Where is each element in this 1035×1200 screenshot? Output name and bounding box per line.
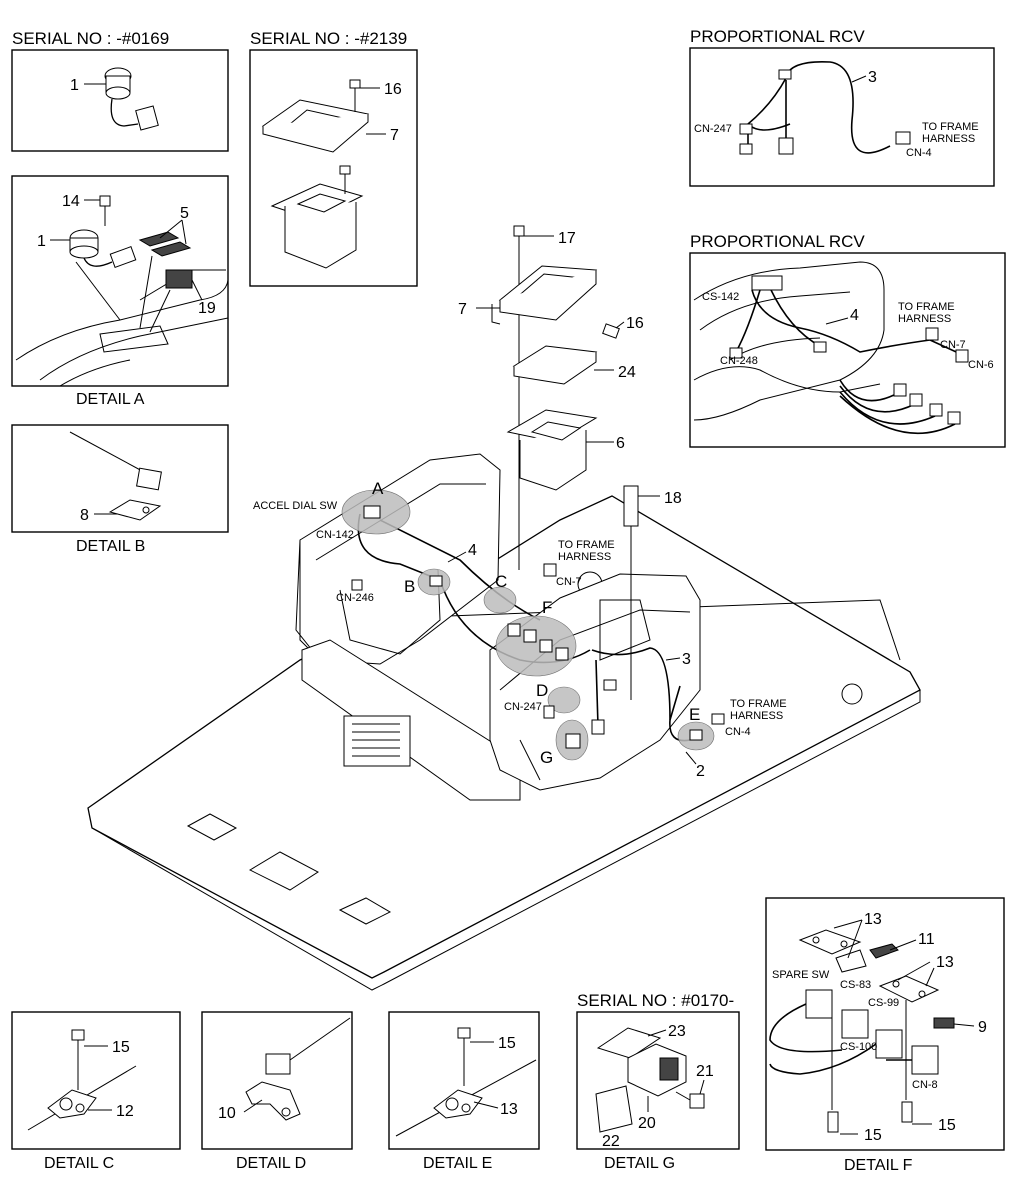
callout: 7 xyxy=(390,127,399,144)
connector-label: HARNESS xyxy=(898,313,951,325)
callout: 17 xyxy=(558,230,576,247)
panel-serial: SERIAL NO : #0170- xyxy=(577,991,734,1010)
callout: 16 xyxy=(626,315,644,332)
detail-title: DETAIL A xyxy=(76,391,145,408)
callout: 2 xyxy=(696,763,705,780)
callout: 12 xyxy=(116,1103,134,1120)
connector-label: CS-100 xyxy=(840,1041,877,1053)
main-assembly: 17 7 16 24 6 18 4 3 2 A B C D E F G ACCE… xyxy=(87,225,921,991)
connector-label: CN-7 xyxy=(556,576,582,588)
callout: 8 xyxy=(80,507,89,524)
callout: 9 xyxy=(978,1019,987,1036)
connector-label: CN-4 xyxy=(725,726,751,738)
callout: 23 xyxy=(668,1023,686,1040)
connector-label: CN-8 xyxy=(912,1079,938,1091)
connector-label: TO FRAME xyxy=(922,121,979,133)
connector-label: HARNESS xyxy=(922,133,975,145)
callout: 6 xyxy=(616,435,625,452)
connector-label: CN-247 xyxy=(694,123,732,135)
detail-letter: A xyxy=(372,479,384,498)
callout: 1 xyxy=(70,77,79,94)
callout: 10 xyxy=(218,1105,236,1122)
connector-label: HARNESS xyxy=(730,710,783,722)
panel-detail-c: 15 12 DETAIL C xyxy=(11,1011,181,1172)
switch-part-illustration xyxy=(104,67,159,131)
panel-detail-a: 14 5 1 19 DETAIL A xyxy=(11,175,229,408)
callout: 13 xyxy=(936,954,954,971)
connector-label: CN-4 xyxy=(906,147,932,159)
connector-label: SPARE SW xyxy=(772,969,830,981)
detail-title: DETAIL E xyxy=(423,1155,492,1172)
panel-detail-e: 15 13 DETAIL E xyxy=(388,1011,540,1172)
callout: 7 xyxy=(458,301,467,318)
panel-title: SERIAL NO : -#2139 xyxy=(250,29,407,48)
callout: 5 xyxy=(180,205,189,222)
panel-proportional-rcv-mid: PROPORTIONAL RCV 4 CS-142 CN-248 TO FRAM… xyxy=(689,232,1006,448)
panel-serial-0169: SERIAL NO : -#0169 1 xyxy=(11,29,229,152)
connector-label: HARNESS xyxy=(558,551,611,563)
panel-title: PROPORTIONAL RCV xyxy=(690,232,865,251)
callout: 15 xyxy=(938,1117,956,1134)
callout: 1 xyxy=(37,233,46,250)
callout: 3 xyxy=(868,69,877,86)
connector-label: CN-6 xyxy=(968,359,994,371)
callout: 13 xyxy=(864,911,882,928)
detail-title: DETAIL D xyxy=(236,1155,306,1172)
connector-label: ACCEL DIAL SW xyxy=(253,500,338,512)
panel-detail-d: 10 DETAIL D xyxy=(201,1011,353,1172)
panel-detail-g: SERIAL NO : #0170- 23 21 20 22 DETAIL G xyxy=(576,991,740,1172)
callout: 15 xyxy=(112,1039,130,1056)
connector-label: CS-83 xyxy=(840,979,871,991)
detail-letter: E xyxy=(689,705,700,724)
connector-label: CN-7 xyxy=(940,339,966,351)
callout: 4 xyxy=(850,307,859,324)
detail-letter: B xyxy=(404,577,415,596)
connector-label: CS-142 xyxy=(702,291,739,303)
panel-proportional-rcv-top: PROPORTIONAL RCV 3 CN-247 TO FRAME HARNE… xyxy=(689,27,995,187)
callout: 14 xyxy=(62,193,80,210)
callout: 18 xyxy=(664,490,682,507)
connector-label: CN-248 xyxy=(720,355,758,367)
bracket-illustration xyxy=(261,79,370,269)
connector-label: CN-246 xyxy=(336,592,374,604)
panel-title: PROPORTIONAL RCV xyxy=(690,27,865,46)
callout: 24 xyxy=(618,364,636,381)
connector-label: CN-142 xyxy=(316,529,354,541)
callout: 20 xyxy=(638,1115,656,1132)
callout: 13 xyxy=(500,1101,518,1118)
detail-letter: C xyxy=(495,572,507,591)
detail-title: DETAIL B xyxy=(76,538,145,555)
callout: 4 xyxy=(468,542,477,559)
callout: 21 xyxy=(696,1063,714,1080)
panel-serial-2139: SERIAL NO : -#2139 16 7 xyxy=(249,29,418,287)
detail-title: DETAIL F xyxy=(844,1157,913,1174)
callout: 3 xyxy=(682,651,691,668)
callout: 16 xyxy=(384,81,402,98)
callout: 15 xyxy=(498,1035,516,1052)
callout: 22 xyxy=(602,1133,620,1150)
panel-detail-b: 8 DETAIL B xyxy=(11,424,229,555)
connector-label: CS-99 xyxy=(868,997,899,1009)
callout: 15 xyxy=(864,1127,882,1144)
callout: 11 xyxy=(918,931,935,948)
detail-title: DETAIL G xyxy=(604,1155,675,1172)
connector-label: CN-247 xyxy=(504,701,542,713)
detail-letter: D xyxy=(536,681,548,700)
detail-letter: G xyxy=(540,748,553,767)
connector-label: TO FRAME xyxy=(898,301,955,313)
detail-letter: F xyxy=(542,598,552,617)
connector-label: TO FRAME xyxy=(558,539,615,551)
callout: 19 xyxy=(198,300,216,317)
panel-title: SERIAL NO : -#0169 xyxy=(12,29,169,48)
panel-detail-f: 13 11 13 9 15 15 SPARE SW CS-83 CS-99 CS… xyxy=(765,897,1005,1174)
connector-label: TO FRAME xyxy=(730,698,787,710)
detail-title: DETAIL C xyxy=(44,1155,114,1172)
